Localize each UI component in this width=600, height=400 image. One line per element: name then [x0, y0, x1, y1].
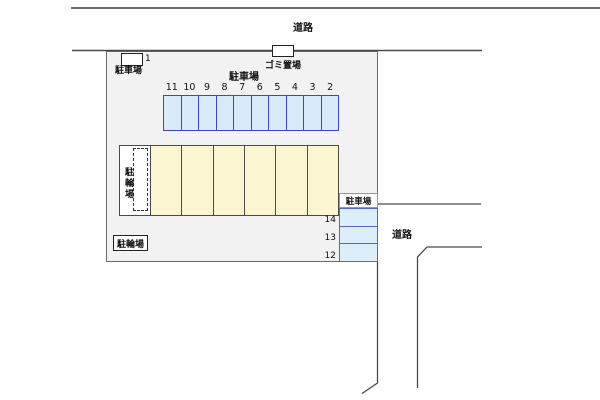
space-number-label-8: 8	[221, 82, 228, 93]
space-number-label-2: 2	[327, 82, 334, 93]
parking-space-5	[268, 96, 286, 130]
space-number-label-6: 6	[256, 82, 263, 93]
parking-row-top	[163, 95, 339, 131]
space-number-label-11: 11	[165, 82, 178, 93]
stack-number-column: 14 13 12	[311, 208, 336, 262]
parking-stack-right	[339, 208, 378, 262]
garbage-area-box	[272, 45, 294, 57]
space-number-label-5: 5	[274, 82, 281, 93]
parking-space-10	[180, 96, 198, 130]
space-1-number: 1	[145, 54, 151, 64]
parking-space-14	[340, 209, 377, 226]
parking-space-2	[320, 96, 338, 130]
parking-space-9	[198, 96, 216, 130]
stack-number-label-13: 13	[324, 233, 336, 243]
boundary-line-lower	[361, 262, 379, 395]
middle-parking-cell-4	[243, 146, 276, 215]
space-number-label-4: 4	[291, 82, 298, 93]
parking-space-1-box	[121, 53, 143, 66]
middle-parking-cell-2	[181, 146, 213, 215]
parking-space-8	[215, 96, 233, 130]
middle-parking-cell-6	[306, 146, 338, 215]
space-number-label-9: 9	[203, 82, 210, 93]
parking-space-13	[340, 225, 377, 244]
road-line-right-bent	[416, 246, 482, 388]
stack-number-label-12: 12	[324, 251, 336, 261]
space-number-label-7: 7	[239, 82, 246, 93]
parking-space-4	[285, 96, 303, 130]
parking-space-12	[340, 243, 377, 262]
parking-space-7	[233, 96, 251, 130]
middle-parking-cell-5	[275, 146, 307, 215]
stack-number-label-14: 14	[324, 215, 336, 225]
bicycle-dashed-area	[133, 148, 148, 211]
parking-lot-label-left: 駐車場	[115, 66, 143, 76]
space-number-label-10: 10	[183, 82, 196, 93]
road-label-right: 道路	[392, 230, 412, 241]
parking-space-3	[303, 96, 321, 130]
bicycle-parking-box-label: 駐輪場	[113, 235, 148, 251]
road-label-top: 道路	[293, 23, 313, 34]
parking-space-6	[250, 96, 268, 130]
parking-space-11	[164, 96, 181, 130]
bicycle-parking-vertical-label: 駐輪場	[123, 167, 133, 200]
parking-lot-label-right: 駐車場	[339, 193, 378, 208]
parking-cells-middle	[150, 146, 338, 215]
bicycle-parking-section: 駐輪場	[120, 146, 150, 215]
parking-block-middle: 駐輪場	[119, 145, 339, 216]
garbage-area-label: ゴミ置場	[264, 61, 301, 71]
middle-parking-cell-1	[150, 146, 182, 215]
space-number-label-3: 3	[309, 82, 316, 93]
parking-lot-label-top: 駐車場	[229, 72, 259, 83]
middle-parking-cell-3	[212, 146, 244, 215]
